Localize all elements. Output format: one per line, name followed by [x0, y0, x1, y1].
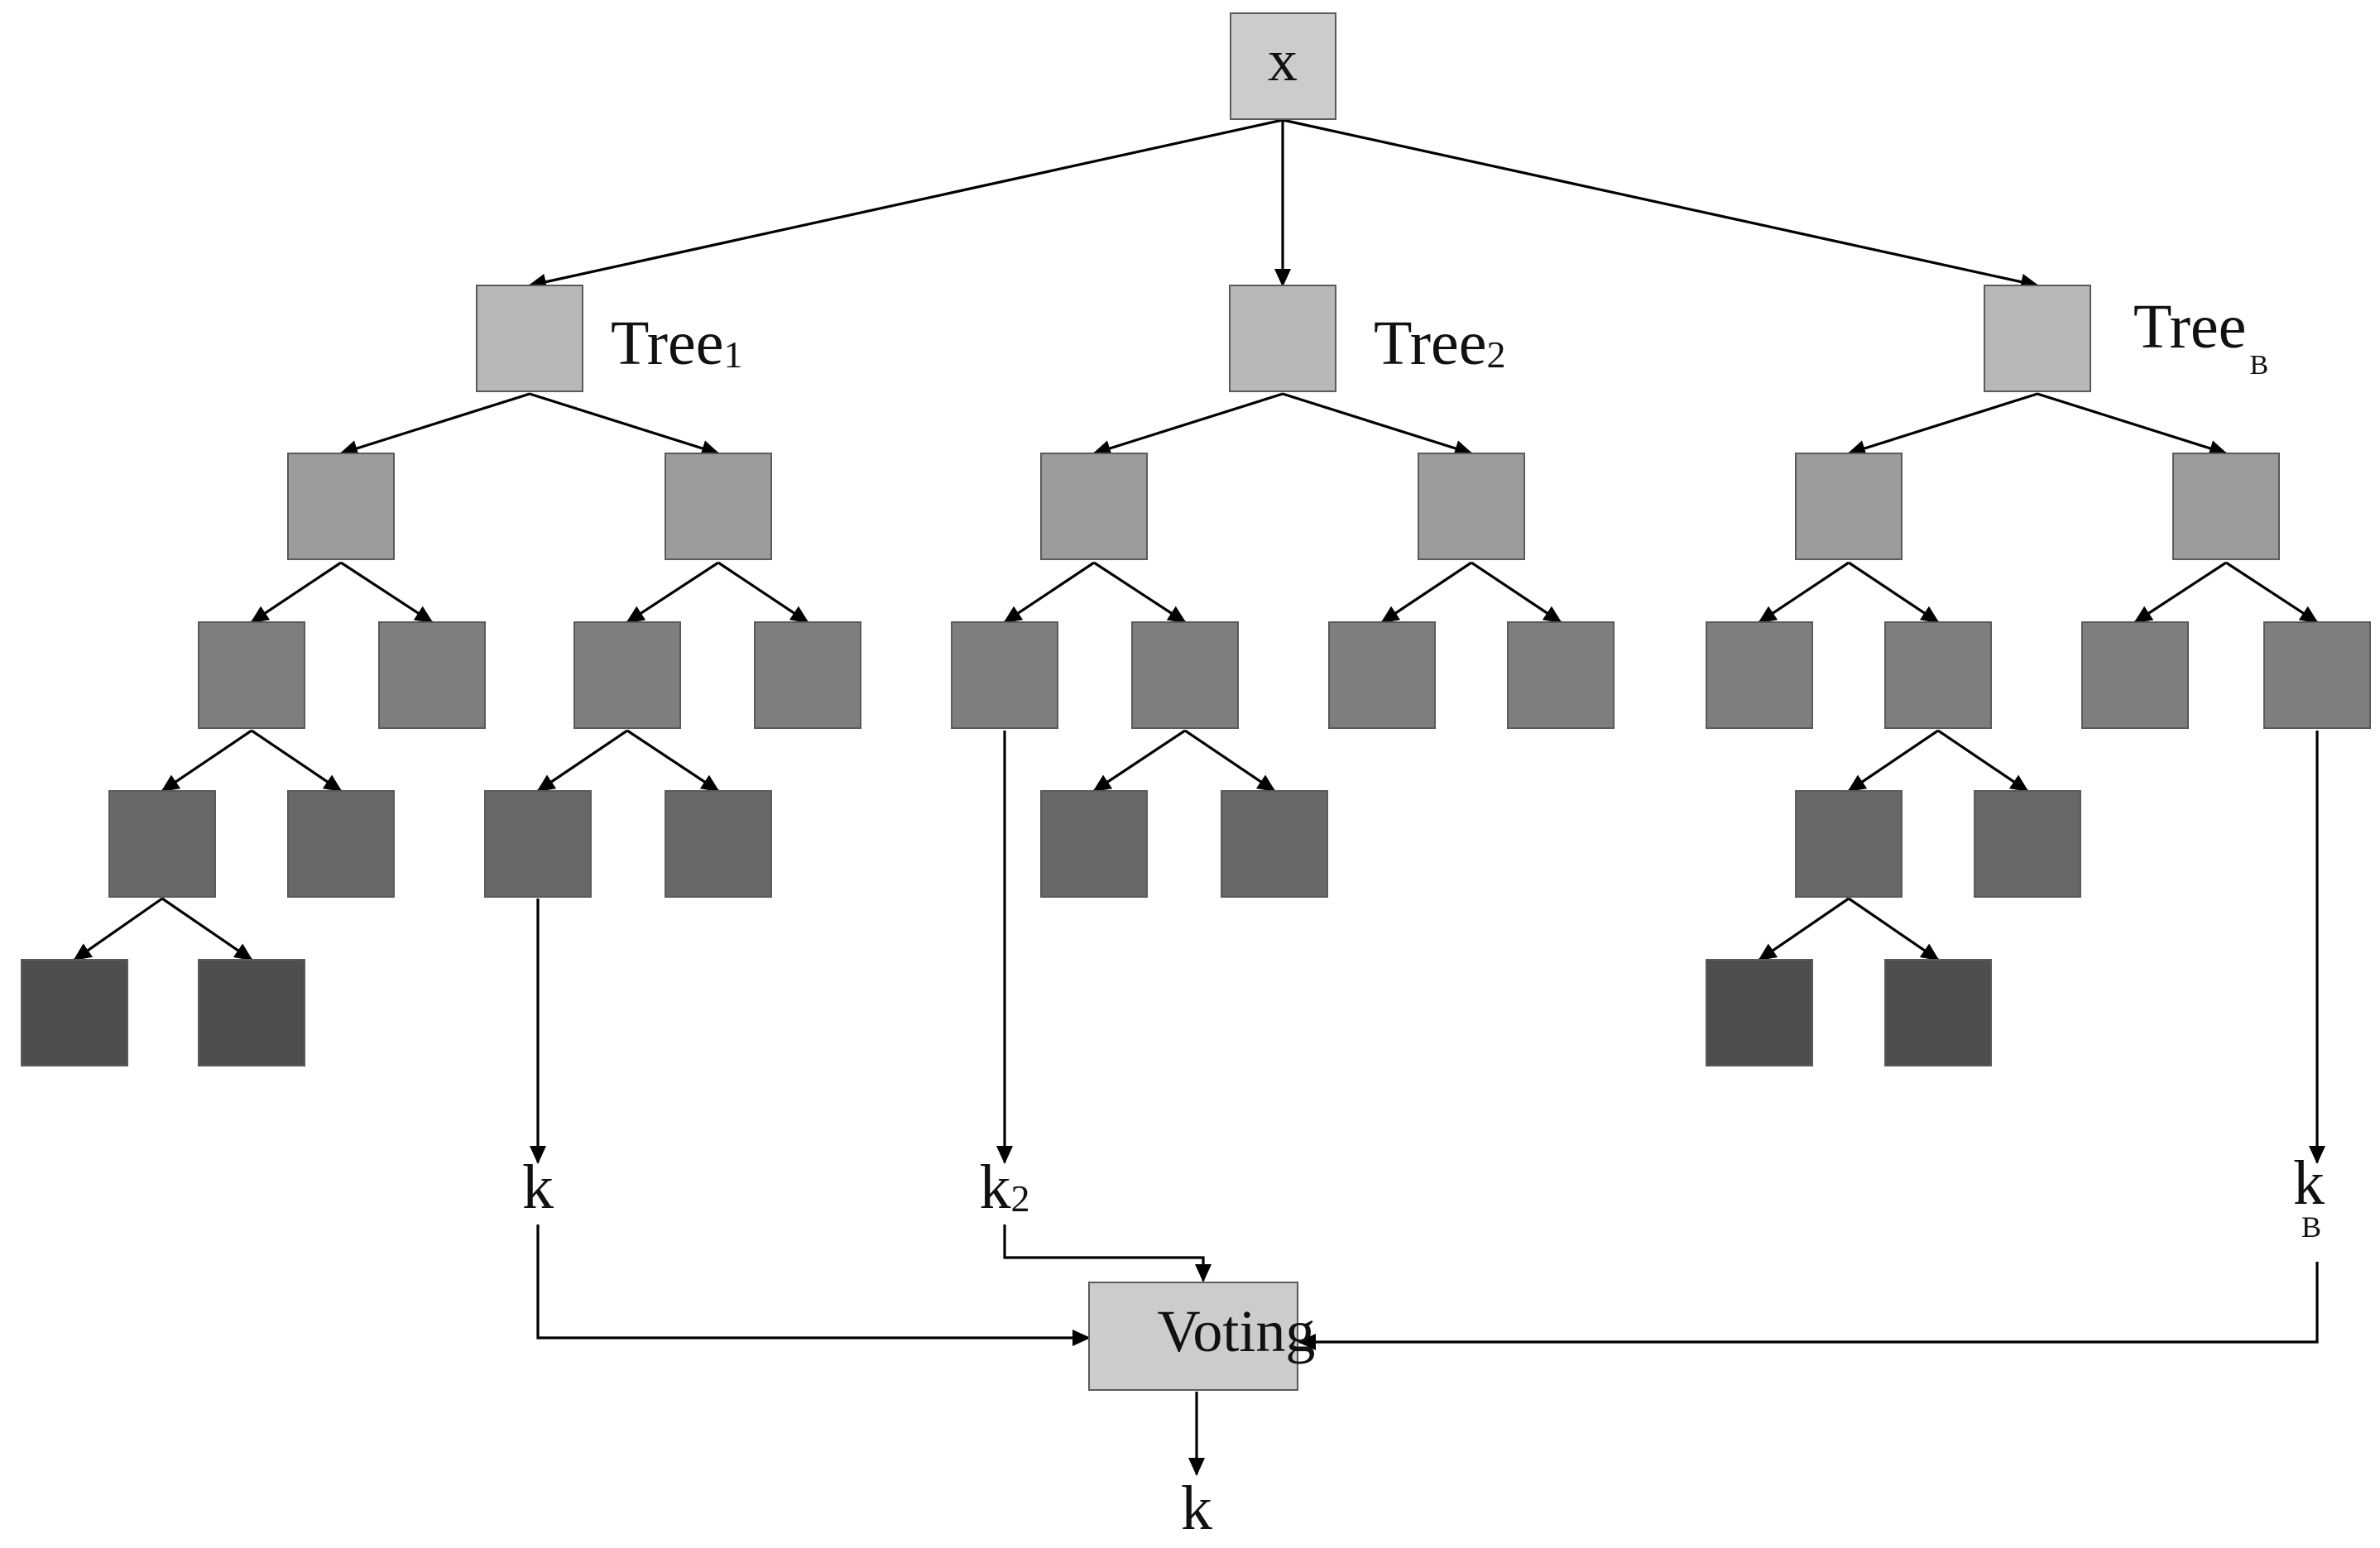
edge-x-treeB: [1282, 118, 2039, 290]
edge-tB-d: [1848, 561, 1940, 624]
treeB-node-level4: [1974, 790, 2081, 898]
treeB-node-level3: [2263, 621, 2371, 729]
edge-tB-i: [1758, 897, 1850, 961]
edge-tB-j: [1848, 897, 1940, 961]
edge-t2-c: [1003, 561, 1095, 624]
treeB-node-level3: [1706, 621, 1813, 729]
edge-t1-j: [626, 729, 720, 793]
tree1-node-level4: [665, 790, 772, 898]
output-k2-main: k: [980, 1153, 1011, 1222]
treeB-node-level3: [2081, 621, 2189, 729]
treeB-node-level5: [1884, 959, 1992, 1066]
edge-kB-voting: [1298, 1262, 2319, 1350]
output-k2-subscript: 2: [1011, 1177, 1030, 1220]
tree2-node-level2: [1418, 453, 1525, 560]
edge-t1-h: [251, 729, 343, 793]
tree2-node-level4: [1040, 790, 1148, 898]
tree1-node-level1: [476, 285, 583, 392]
edge-tB-h: [1937, 729, 2029, 793]
output-k1: k: [522, 1153, 554, 1222]
treeB-node-level2: [2172, 453, 2280, 560]
final-output-label: k: [1181, 1474, 1212, 1543]
edge-tB-b: [2037, 392, 2228, 457]
nodes: [21, 285, 2371, 1066]
edge-t1-f: [717, 561, 809, 624]
output-kB-main: k: [2293, 1148, 2325, 1218]
edge-k2-voting: [1003, 1225, 1212, 1282]
tree1-node-level2: [287, 453, 395, 560]
edge-tB-e: [2133, 561, 2227, 624]
edges: [73, 118, 2325, 1476]
output-k2: k2: [980, 1153, 1030, 1222]
edge-t2-b: [1282, 392, 1473, 457]
voting-node: [1088, 1282, 1298, 1391]
edge-t1-k: [73, 897, 163, 961]
tree2-label-subscript: 2: [1487, 333, 1506, 376]
edge-t1-g: [161, 729, 252, 793]
edge-t1-b: [529, 392, 720, 457]
edge-tB-g: [1847, 729, 1939, 793]
treeB-node-level4: [1795, 790, 1903, 898]
input-label: x: [1268, 27, 1298, 93]
edge-tB-f: [2225, 561, 2319, 624]
tree2-node-level1: [1229, 285, 1336, 392]
edge-t1-c: [250, 561, 342, 624]
treeB-label: TreeB: [2133, 292, 2268, 381]
tree2-label-main: Tree: [1374, 309, 1487, 378]
output-kB-subscript: B: [2301, 1210, 2321, 1244]
edge-x-tree1: [528, 118, 1284, 290]
voting-label: Voting: [1158, 1298, 1316, 1364]
treeB-node-level5: [1706, 959, 1813, 1066]
tree1-node-level4: [108, 790, 216, 898]
edge-k1-voting: [536, 1225, 1091, 1346]
edge-t2-f: [1471, 561, 1562, 624]
tree1-node-level2: [665, 453, 772, 560]
tree2-node-level2: [1040, 453, 1148, 560]
treeB-node-level2: [1795, 453, 1903, 560]
tree1-node-level5: [21, 959, 128, 1066]
edge-t1-d: [340, 561, 434, 624]
treeB-node-level3: [1884, 621, 1992, 729]
tree1-node-level3: [573, 621, 681, 729]
treeB-label-main: Tree: [2133, 292, 2247, 362]
edge-t1-l: [161, 897, 253, 961]
edge-t2-g: [1092, 729, 1186, 793]
edge-t1-i: [536, 729, 628, 793]
input-node: [1230, 12, 1336, 120]
edge-tB-c: [1758, 561, 1850, 624]
tree1-node-level4: [484, 790, 592, 898]
edge-t2-d: [1093, 561, 1187, 624]
treeB-node-level1: [1984, 285, 2091, 392]
tree1-node-level3: [378, 621, 486, 729]
edge-t1-e: [626, 561, 719, 624]
tree2-node-level3: [1131, 621, 1239, 729]
tree1-label: Tree1: [611, 309, 743, 378]
tree2-label: Tree2: [1374, 309, 1506, 378]
edge-t2-h: [1184, 729, 1276, 793]
tree1-node-level5: [198, 959, 305, 1066]
tree1-label-subscript: 1: [724, 333, 743, 376]
output-k1-main: k: [522, 1153, 554, 1222]
tree2-node-level4: [1221, 790, 1328, 898]
tree2-node-level3: [1328, 621, 1436, 729]
edge-t2-e: [1380, 561, 1472, 624]
edge-t2-a: [1092, 392, 1284, 457]
treeB-label-subscript: B: [2250, 350, 2269, 381]
edge-tB-a: [1847, 392, 2038, 457]
tree2-node-level3: [1507, 621, 1615, 729]
tree1-node-level4: [287, 790, 395, 898]
tree1-node-level3: [198, 621, 305, 729]
edge-t1-a: [339, 392, 530, 457]
tree1-label-main: Tree: [611, 309, 724, 378]
tree2-node-level3: [951, 621, 1058, 729]
tree1-node-level3: [754, 621, 861, 729]
